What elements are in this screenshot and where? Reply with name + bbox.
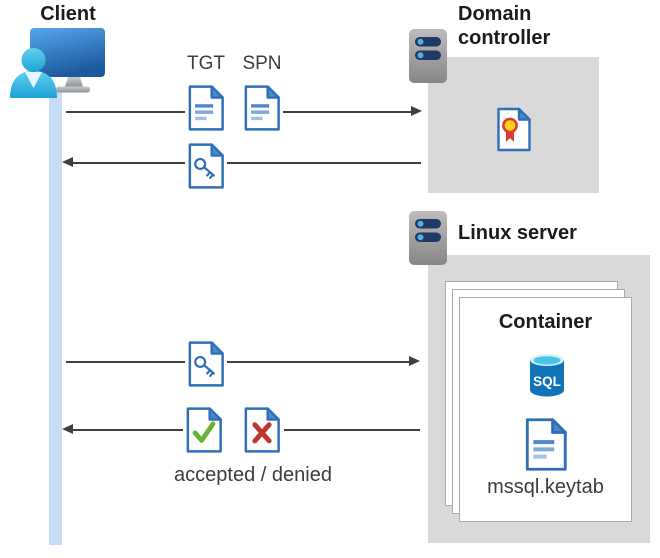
arrow-send-ticket-line: [227, 361, 410, 363]
client-lifeline: [49, 90, 62, 545]
keytab-label: mssql.keytab: [487, 476, 604, 498]
domain-controller-server-icon: [409, 29, 447, 83]
client-monitor-user-icon: [10, 28, 105, 98]
arrow-return-ticket-line: [72, 162, 185, 164]
arrow-right-icon: [409, 356, 420, 366]
linux-server-icon: [409, 211, 447, 265]
container-title: Container: [498, 311, 593, 333]
container-card-front: [459, 297, 632, 522]
spn-label: SPN: [242, 53, 282, 74]
spn-document-icon: [244, 85, 280, 131]
keytab-document-icon: [525, 418, 567, 471]
arrow-return-ticket-line: [227, 162, 421, 164]
key-ticket-document-icon: [188, 341, 224, 387]
tgt-document-icon: [188, 85, 224, 131]
sql-badge-label: SQL: [533, 374, 561, 389]
denied-document-icon: [244, 407, 280, 453]
arrow-left-icon: [62, 424, 73, 434]
linux-server-title: Linux server: [458, 222, 577, 244]
certificate-document-icon: [497, 107, 531, 152]
client-title: Client: [40, 3, 96, 25]
arrow-response-line: [284, 429, 420, 431]
arrow-request-tickets-line: [66, 111, 185, 113]
key-ticket-document-icon: [188, 143, 224, 189]
arrow-right-icon: [411, 106, 422, 116]
arrow-response-line: [72, 429, 183, 431]
arrow-left-icon: [62, 157, 73, 167]
response-label: accepted / denied: [174, 464, 332, 486]
tgt-label: TGT: [187, 53, 225, 74]
sql-database-icon: SQL: [530, 354, 564, 397]
arrow-send-ticket-line: [66, 361, 185, 363]
domain-controller-title: Domain controller: [458, 3, 551, 49]
arrow-request-tickets-line: [283, 111, 412, 113]
accepted-document-icon: [186, 407, 222, 453]
